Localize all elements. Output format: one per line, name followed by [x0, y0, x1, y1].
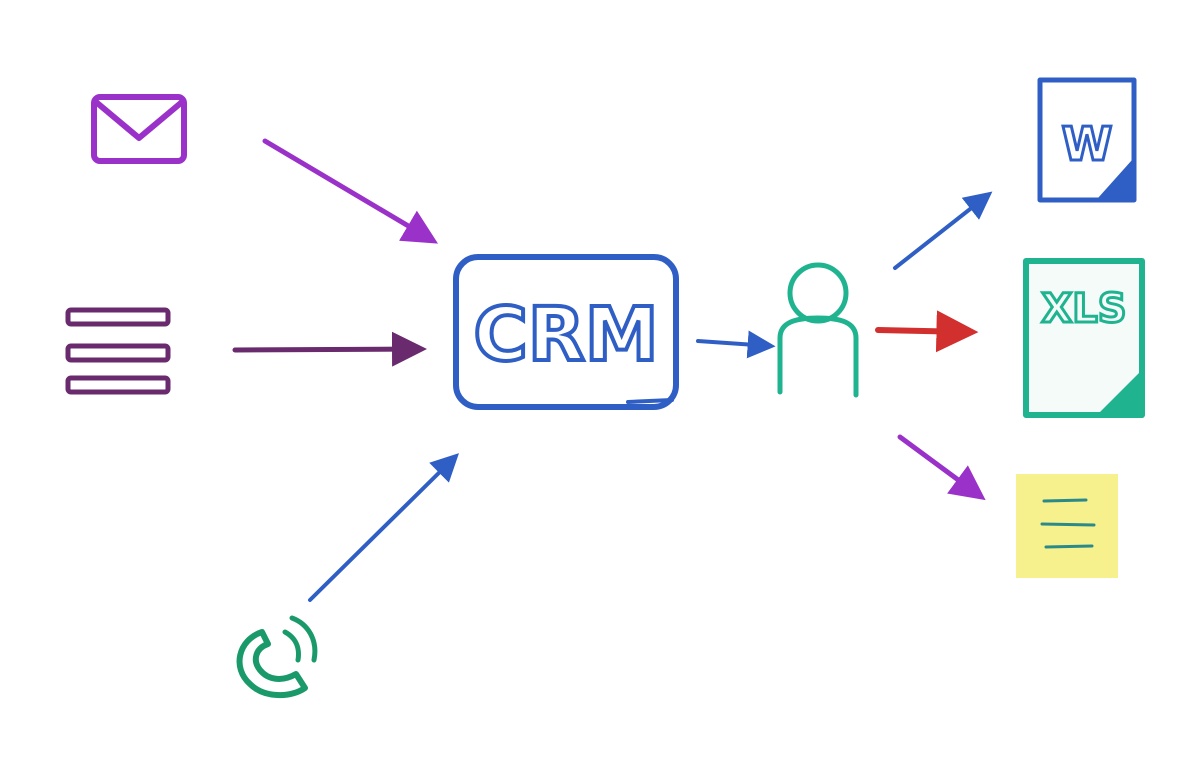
word-document-label: W	[1062, 117, 1113, 171]
sticky-note-icon	[1016, 474, 1118, 578]
arrow-user-to-note	[897, 434, 986, 501]
spreadsheet-label: XLS	[1041, 286, 1126, 332]
arrow-user-to-xls	[875, 310, 979, 353]
crm-node: CRM	[453, 254, 679, 410]
form-lines-icon	[65, 307, 171, 395]
crm-label: CRM	[474, 292, 659, 378]
envelope-icon	[91, 94, 187, 164]
arrow-user-to-word	[893, 191, 993, 270]
arrow-crm-to-user	[696, 330, 776, 359]
spreadsheet-icon: XLS	[1023, 258, 1145, 418]
word-document-icon: W	[1037, 77, 1137, 203]
arrow-phone-to-crm	[308, 453, 459, 602]
user-icon	[777, 262, 859, 398]
phone-icon	[236, 615, 318, 698]
arrow-email-to-crm	[262, 138, 439, 244]
arrow-forms-to-crm	[232, 331, 427, 367]
